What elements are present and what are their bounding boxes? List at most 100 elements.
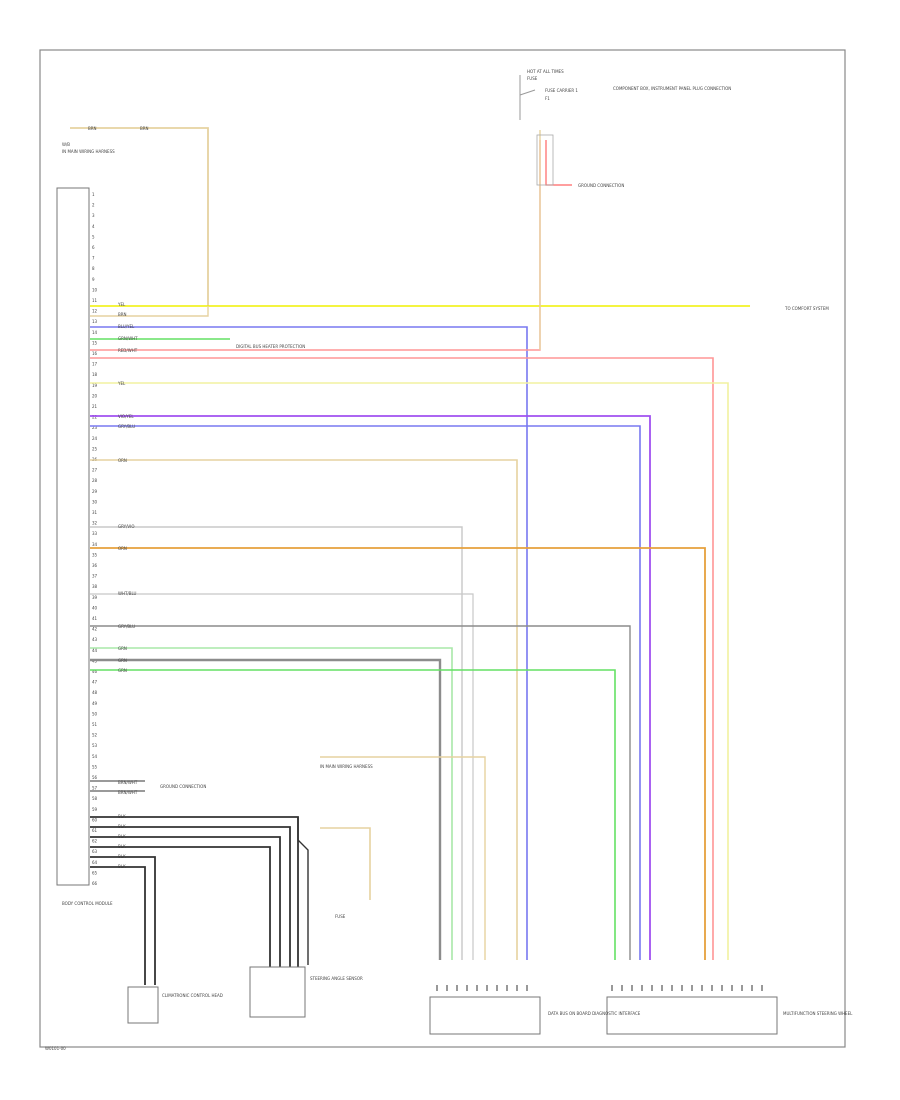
pin-number: 11: [92, 298, 98, 303]
wire-black-6: [90, 866, 146, 985]
svg-text:BLK: BLK: [118, 854, 126, 859]
pin-number: 16: [92, 351, 98, 356]
pin-number: 50: [92, 711, 98, 716]
pin-number: 14: [92, 330, 98, 335]
label-wire-l1: BRN: [88, 126, 97, 131]
wire-black-jog: [297, 817, 309, 965]
label-top-right-component: COMPONENT BOX, INSTRUMENT PANEL PLUG CON…: [613, 86, 731, 91]
pin-number: 39: [92, 595, 98, 600]
svg-text:BLK: BLK: [118, 834, 126, 839]
svg-text:YEL: YEL: [117, 381, 126, 386]
label-top-fuse-c: FUSE CARRIER 1: [545, 88, 578, 93]
connector-markers: [436, 985, 763, 991]
wire-violet: [90, 415, 651, 960]
label-right-connector: TO COMFORT SYSTEM: [784, 306, 829, 311]
label-top-fuse-a: HOT AT ALL TIMES: [527, 69, 564, 74]
wire-orange: [90, 547, 706, 960]
connector-pin-numbers: 1234567891011121314151617181920212223242…: [92, 192, 98, 886]
svg-text:BLK: BLK: [118, 844, 126, 849]
label-splice-tl-b: IN MAIN WIRING HARNESS: [62, 149, 115, 154]
pin-number: 22: [92, 415, 98, 420]
main-connector-block: [56, 187, 90, 886]
pin-number: 61: [92, 828, 98, 833]
wire-red-long: [90, 357, 714, 960]
wire-blue-1: [90, 326, 528, 960]
pin-number: 43: [92, 637, 98, 642]
pin-number: 64: [92, 860, 98, 865]
svg-text:ORN: ORN: [118, 546, 127, 551]
pin-number: 34: [92, 542, 98, 547]
label-bottom-3: DATA BUS ON BOARD DIAGNOSTIC INTERFACE: [548, 1011, 641, 1016]
pin-number: 41: [92, 616, 98, 621]
label-ground-tr: GROUND CONNECTION: [578, 183, 624, 188]
pin-number: 25: [92, 446, 98, 451]
component-box-4: [606, 996, 778, 1035]
pin-number: 57: [92, 786, 98, 791]
pin-number: 18: [92, 372, 98, 377]
wire-green-long: [90, 669, 616, 960]
pin-number: 23: [92, 425, 98, 430]
pin-number: 44: [92, 648, 98, 653]
pin-number: 9: [92, 277, 95, 282]
pin-number: 3: [92, 213, 95, 218]
label-ground-left: GROUND CONNECTION: [160, 784, 206, 789]
label-footer-code: W0101-00: [45, 1046, 66, 1051]
wire-darkgray: [90, 658, 442, 960]
pin-number: 63: [92, 849, 98, 854]
pin-number: 13: [92, 319, 98, 324]
svg-text:WHT/BLU: WHT/BLU: [118, 591, 137, 596]
pin-number: 46: [92, 669, 98, 674]
wire-brn: [90, 306, 209, 317]
pin-number: 2: [92, 203, 95, 208]
pin-number: 15: [92, 340, 98, 345]
pin-number: 7: [92, 256, 95, 261]
svg-text:BRN/WHT: BRN/WHT: [118, 780, 138, 785]
wire-white: [90, 593, 474, 960]
pin-number: 62: [92, 839, 98, 844]
pin-number: 54: [92, 754, 98, 759]
svg-text:BLK: BLK: [118, 864, 126, 869]
pin-number: 30: [92, 499, 98, 504]
wire-black-4: [90, 846, 271, 985]
label-top-fuse-d: F1: [545, 96, 550, 101]
pin-number: 49: [92, 701, 98, 706]
label-wire-l2: BRN: [140, 126, 149, 131]
svg-text:BLU/YEL: BLU/YEL: [118, 324, 135, 329]
svg-text:GRN: GRN: [118, 658, 127, 663]
wire-tan-fuse-mid: [320, 827, 371, 900]
svg-text:BLK: BLK: [118, 814, 126, 819]
pin-number: 4: [92, 224, 95, 229]
component-box-2: [249, 966, 306, 1018]
svg-text:GRN: GRN: [118, 668, 127, 673]
wire-gray: [90, 625, 631, 960]
wire-gray-pale: [90, 526, 463, 960]
pin-number: 17: [92, 362, 98, 367]
svg-text:ORN: ORN: [118, 458, 127, 463]
label-module-left: BODY CONTROL MODULE: [62, 901, 113, 906]
pin-number: 21: [92, 404, 98, 409]
label-bottom-1: CLIMATRONIC CONTROL HEAD: [162, 993, 223, 998]
pin-number: 59: [92, 807, 98, 812]
pin-number: 53: [92, 743, 98, 748]
diagram-frame: [39, 49, 846, 1048]
pin-number: 6: [92, 245, 95, 250]
wire-code-labels: YEL BRN BLU/YEL GRN/WHT RED/WHT YEL VIO/…: [117, 302, 138, 869]
label-bottom-4: MULTIFUNCTION STEERING WHEEL: [783, 1011, 853, 1016]
pin-number: 56: [92, 775, 98, 780]
pin-number: 1: [92, 192, 95, 197]
svg-text:VIO/YEL: VIO/YEL: [118, 414, 134, 419]
pin-number: 33: [92, 531, 98, 536]
component-box-1: [127, 986, 159, 1024]
pin-number: 38: [92, 584, 98, 589]
wire-black-2: [90, 826, 291, 985]
pin-number: 28: [92, 478, 98, 483]
wire-yellow-long: [90, 382, 729, 960]
pin-number: 32: [92, 521, 98, 526]
wire-red-up: [90, 140, 541, 351]
wire-black-5: [90, 856, 156, 985]
pin-number: 47: [92, 680, 98, 685]
pin-number: 35: [92, 552, 98, 557]
pin-number: 48: [92, 690, 98, 695]
pin-number: 29: [92, 489, 98, 494]
pin-number: 58: [92, 796, 98, 801]
